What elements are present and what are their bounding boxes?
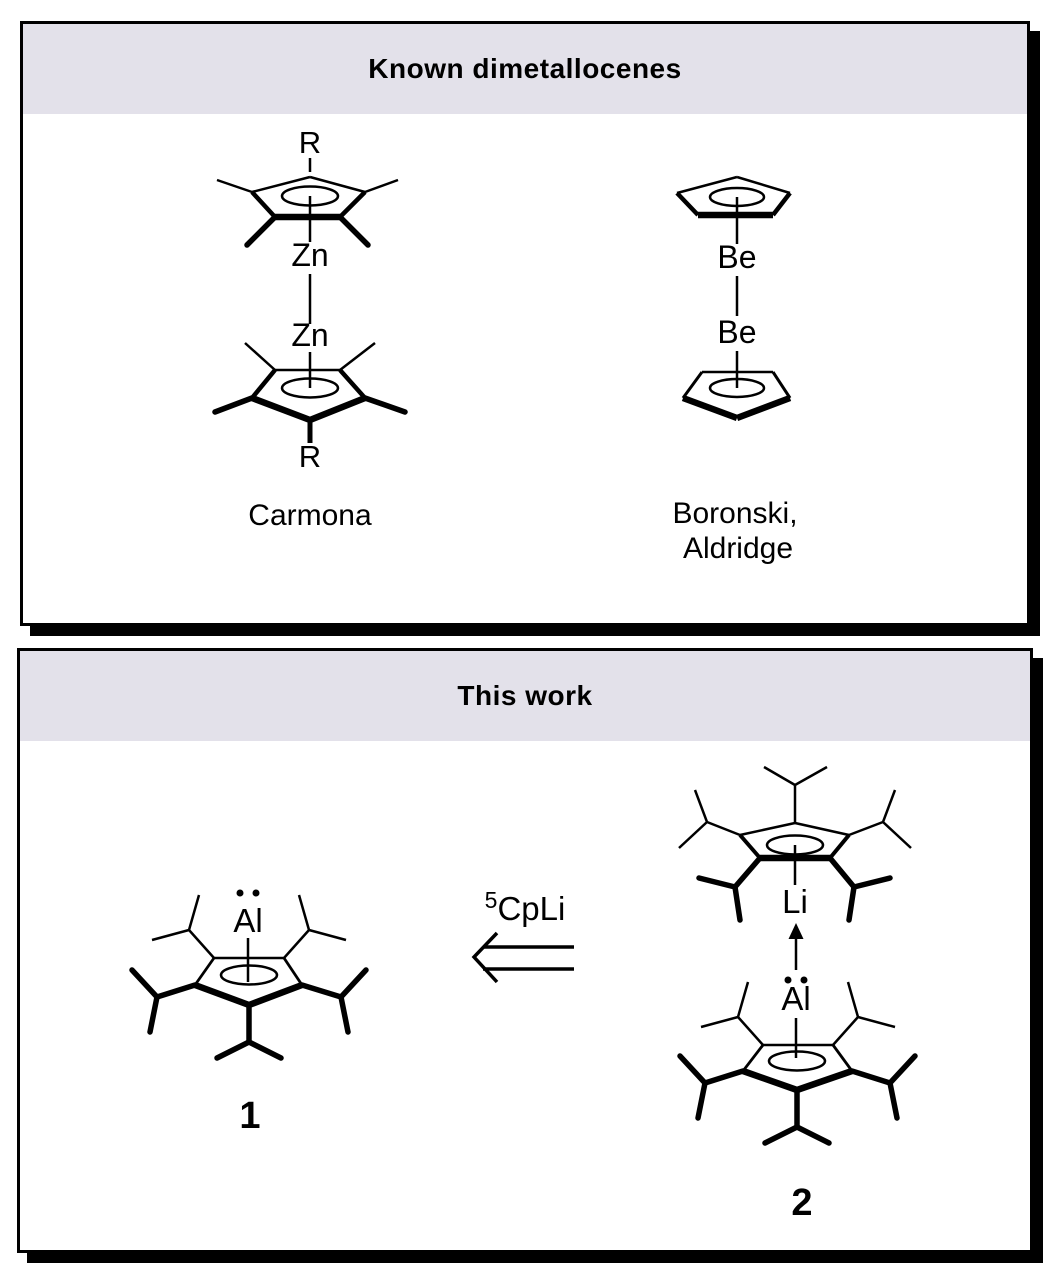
methyl-bond [244,342,276,371]
methyl-bond [216,178,253,194]
beryllium-dimetallocene-structure: Be Be Boronski, Aldridge [672,175,798,565]
cp-star-ring-bottom [212,342,408,443]
compound-1-structure: Al [129,889,369,1137]
isopropyl-group [283,894,347,959]
carmona-caption: Carmona [248,499,372,532]
zn-top-label: Zn [291,237,328,273]
isopropyl-group-bold [696,855,763,923]
isopropyl-group-bold [762,1087,832,1146]
r-bottom-label: R [299,439,321,474]
aldridge-caption-line2: Aldridge [683,532,793,565]
methyl-bond [212,395,255,415]
arrowhead [788,923,804,939]
methyl-bond [337,214,371,248]
isopropyl-group [848,789,912,849]
reaction-arrow-left [471,931,574,984]
isopropyl-group [151,894,215,959]
isopropyl-group [832,981,896,1046]
known-panel-header: Known dimetallocenes [23,24,1027,114]
isopropyl-group-bold [827,855,893,923]
this-work-panel-header: This work [20,651,1030,741]
compound-2-number: 2 [791,1182,812,1224]
methyl-bond [362,395,408,415]
isopropyl-group [763,765,828,823]
compound-2-structure: Li Al [677,765,918,1224]
cp-star-ring-top [216,175,399,248]
isopropyl-group-bold [849,1053,918,1121]
zinc-dimetallocene-structure: R Zn Zn [212,125,408,532]
cp-ring-top [675,175,792,244]
be-top-label: Be [717,239,756,275]
isopropyl-group-bold [129,967,198,1035]
open-arrowhead [471,931,499,984]
reagent-formula: CpLi [497,890,566,927]
compound-1-number: 1 [239,1095,260,1137]
boronski-caption-line1: Boronski, [672,497,797,530]
isopropyl-group-bold [677,1053,746,1121]
aromatic-ellipse [767,1050,827,1072]
penta-isopropyl-cp-ring [193,956,304,1009]
zn-bottom-label: Zn [291,317,328,353]
penta-isopropyl-cp-ring-bottom [741,1043,854,1094]
aromatic-ellipse [280,377,340,399]
isopropyl-group-bold [214,1002,284,1061]
al-label-compound-2: Al [781,980,810,1017]
al-label-compound-1: Al [233,902,262,939]
known-panel-title: Known dimetallocenes [368,53,682,84]
aromatic-ellipse [219,964,279,986]
reagent-superscript: 5 [484,887,498,913]
r-top-label: R [299,125,321,160]
cp-ring-bottom [681,370,792,422]
aromatic-ellipse [708,377,766,399]
be-bottom-label: Be [717,314,756,350]
methyl-bond [339,342,376,371]
this-work-panel-title: This work [457,680,593,711]
reagent-label: 5CpLi [445,889,605,929]
isopropyl-group [700,981,764,1046]
li-label-compound-2: Li [782,883,808,920]
isopropyl-group [678,789,741,849]
methyl-bond [244,214,278,248]
lone-pair-dots [784,976,808,984]
methyl-bond [364,178,399,194]
panel-this-work: This work Al [17,648,1033,1253]
dative-arrow-up [788,923,804,970]
panel-known-dimetallocenes: Known dimetallocenes R Zn Zn [20,21,1030,626]
lone-pair-dots [236,889,260,897]
isopropyl-group-bold [299,967,369,1035]
